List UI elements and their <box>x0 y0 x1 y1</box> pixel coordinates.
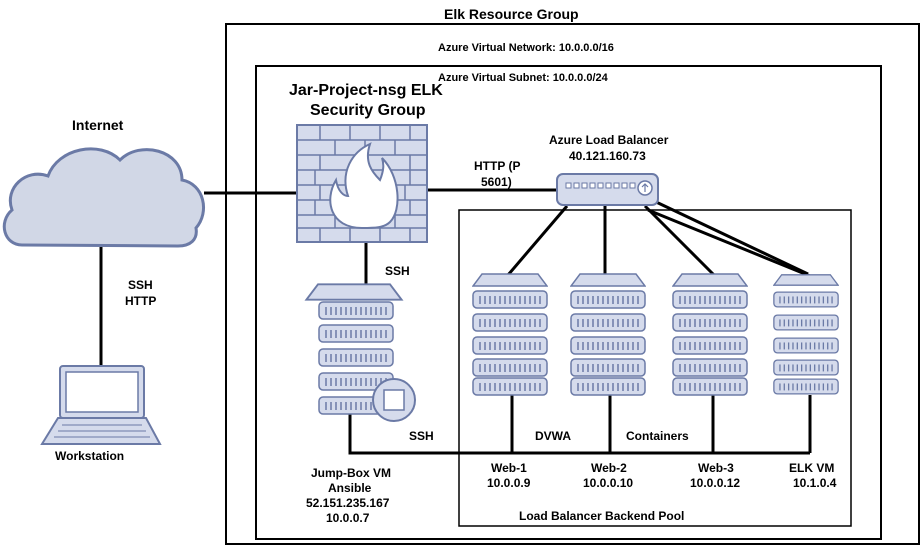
server-icon-web-1 <box>472 273 548 396</box>
jump-box-name: Jump-Box VM <box>311 466 392 480</box>
resource-group-box <box>225 23 920 545</box>
firewall-icon <box>296 124 428 243</box>
ssh-firewall-label: SSH <box>385 264 410 278</box>
backend-pool-label: Load Balancer Backend Pool <box>519 509 685 523</box>
jump-box-private-ip: 10.0.0.7 <box>326 511 370 525</box>
server-ip-elk: 10.1.0.4 <box>793 476 837 490</box>
jump-box-server-icon <box>305 283 416 422</box>
resource-group-label: Elk Resource Group <box>444 6 579 22</box>
dvwa-label: DVWA <box>535 429 571 443</box>
lb-ip-label: 40.121.160.73 <box>569 149 646 163</box>
internet-label: Internet <box>72 117 124 133</box>
nsg-label-line1: Jar-Project-nsg ELK <box>289 82 443 99</box>
workstation-label: Workstation <box>55 449 125 463</box>
cloud-icon <box>2 147 205 248</box>
http-internet-label: HTTP <box>125 294 157 308</box>
jump-box-role: Ansible <box>328 481 372 495</box>
server-ip-web-3: 10.0.0.12 <box>690 476 741 490</box>
backend-pool-box <box>458 209 852 527</box>
server-ip-web-1: 10.0.0.9 <box>487 476 531 490</box>
jump-box-public-ip: 52.151.235.167 <box>306 496 390 510</box>
server-icon-elk <box>773 274 839 395</box>
http-label-line2: 5601) <box>481 175 512 189</box>
server-icon-web-2 <box>570 273 646 396</box>
server-name-elk: ELK VM <box>789 461 835 475</box>
server-ip-web-2: 10.0.0.10 <box>583 476 634 490</box>
nsg-label-line2: Security Group <box>310 102 426 119</box>
ssh-internet-label: SSH <box>128 278 153 292</box>
lb-title-label: Azure Load Balancer <box>549 133 669 147</box>
connections <box>99 188 812 455</box>
subnet-label: Azure Virtual Subnet: 10.0.0.0/24 <box>438 72 608 84</box>
vnet-subnet-box <box>255 65 882 540</box>
vnet-label: Azure Virtual Network: 10.0.0.0/16 <box>438 42 614 54</box>
server-name-web-3: Web-3 <box>698 461 734 475</box>
server-name-web-2: Web-2 <box>591 461 627 475</box>
server-name-web-1: Web-1 <box>491 461 527 475</box>
laptop-icon <box>40 365 162 445</box>
containers-label: Containers <box>626 429 689 443</box>
server-icon-web-3 <box>672 273 748 396</box>
http-label-line1: HTTP (P <box>474 159 521 173</box>
load-balancer-icon <box>556 173 659 206</box>
ssh-jump-label: SSH <box>409 429 434 443</box>
